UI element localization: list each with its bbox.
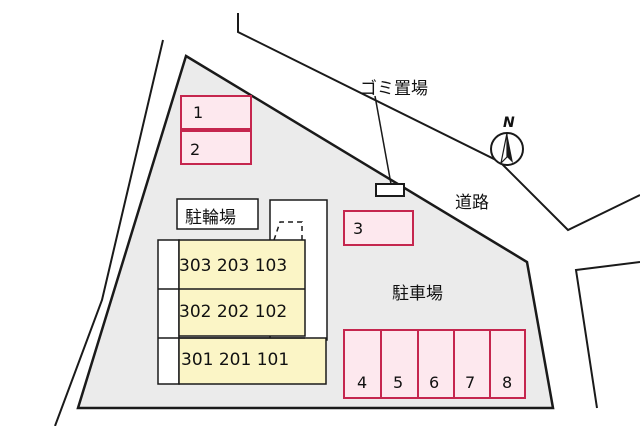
parking-stall-3 [343,210,414,246]
unit-row-1: 301 201 101 [181,350,290,370]
building-wing-upper [178,239,306,337]
parking-lot-label: 駐車場 [392,284,443,304]
north-arrow-icon [490,132,524,166]
stall-number-4: 4 [357,373,368,392]
parking-stall-6 [417,329,455,399]
unit-row-3: 303 203 103 [179,256,288,276]
road-label: 道路 [455,193,489,213]
bicycle-label-box [176,198,259,230]
stall-number-1: 1 [193,103,204,122]
parking-stall-7 [453,329,491,399]
parking-stall-8 [489,329,526,399]
boundary-line-left [54,39,164,426]
garbage-leader-line [374,95,392,185]
garbage-station [375,183,405,197]
stall-number-7: 7 [465,373,476,392]
garbage-station-label: ゴミ置場 [360,79,428,99]
north-label: N [503,115,515,131]
stall-number-6: 6 [429,373,440,392]
parking-stall-1 [180,95,252,130]
stall-number-5: 5 [393,373,404,392]
parking-stall-5 [380,329,419,399]
stall-number-2: 2 [190,140,201,159]
parking-stall-2 [180,130,252,165]
building-wing-lower [178,337,327,385]
boundary-line-right [574,261,640,409]
bicycle-parking-entry [273,221,303,241]
stall-number-8: 8 [502,373,513,392]
bicycle-parking-label: 駐輪場 [185,208,236,228]
unit-row-2: 302 202 102 [179,302,288,322]
building-stairs [157,239,180,385]
stall-number-3: 3 [353,219,364,238]
